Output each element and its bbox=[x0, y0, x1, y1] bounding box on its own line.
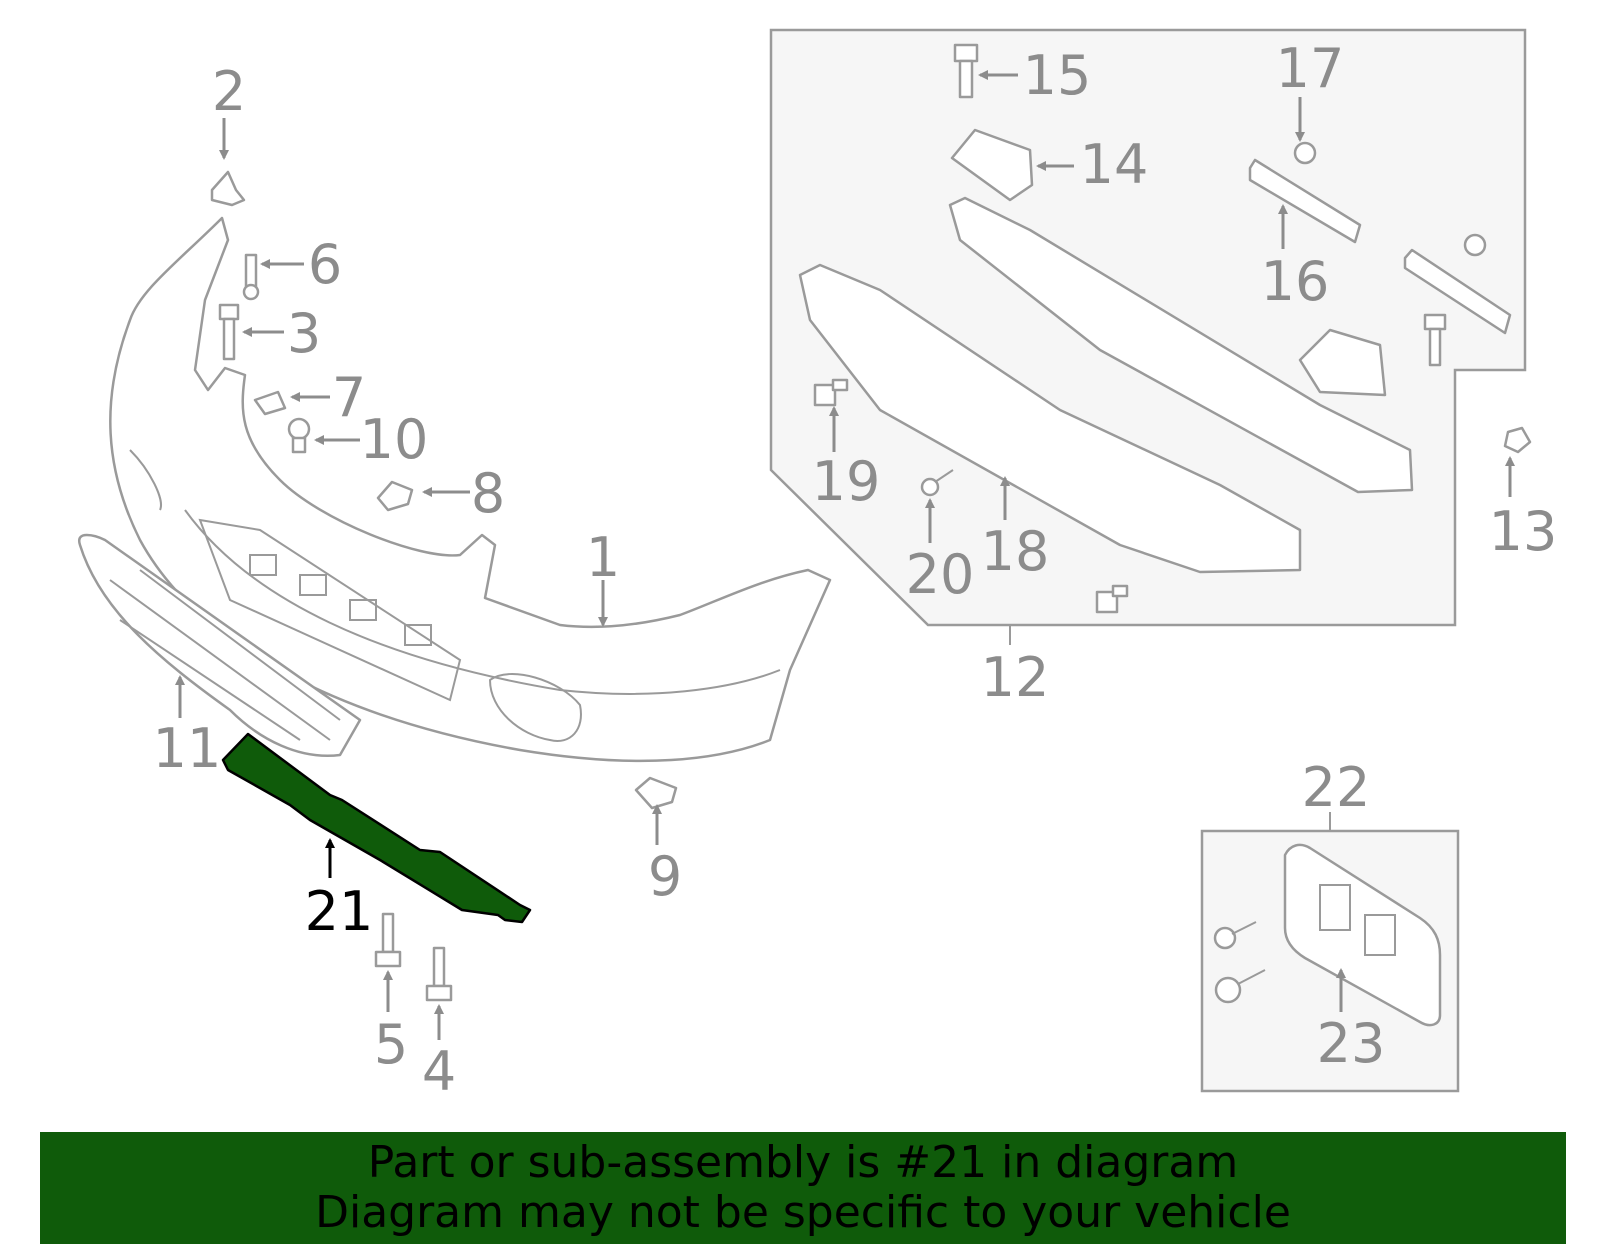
callout-4: 4 bbox=[422, 1040, 456, 1103]
bolt-lower bbox=[1095, 584, 1129, 614]
callout-7: 7 bbox=[332, 366, 366, 429]
callout-13: 13 bbox=[1489, 500, 1558, 563]
nut-8 bbox=[376, 480, 414, 512]
banner-line-1: Part or sub-assembly is #21 in diagram bbox=[367, 1137, 1239, 1188]
callout-21: 21 bbox=[305, 880, 374, 943]
clip-10 bbox=[287, 417, 311, 454]
splash-shield-highlighted bbox=[221, 732, 532, 924]
screw-6 bbox=[242, 253, 260, 301]
banner-line-2: Diagram may not be specific to your vehi… bbox=[315, 1187, 1291, 1238]
nut-7 bbox=[253, 390, 287, 416]
pin-20 bbox=[920, 469, 954, 497]
callout-14: 14 bbox=[1080, 133, 1149, 196]
bolt-4 bbox=[425, 946, 453, 1002]
callout-6: 6 bbox=[308, 233, 342, 296]
callout-10: 10 bbox=[360, 408, 429, 471]
clip-17 bbox=[1293, 141, 1317, 165]
fastener-2 bbox=[210, 170, 246, 207]
callout-22: 22 bbox=[1302, 756, 1371, 819]
callout-11: 11 bbox=[153, 717, 222, 780]
callout-8: 8 bbox=[471, 462, 505, 525]
stay-right bbox=[1403, 248, 1512, 335]
bolt-right bbox=[1423, 313, 1447, 367]
bolt-3 bbox=[218, 303, 240, 361]
absorber-18 bbox=[798, 263, 1302, 574]
callout-15: 15 bbox=[1023, 44, 1092, 107]
callout-12: 12 bbox=[981, 646, 1050, 709]
callout-19: 19 bbox=[812, 450, 881, 513]
callout-16: 16 bbox=[1261, 250, 1330, 313]
bolt-5 bbox=[374, 912, 402, 968]
callout-17: 17 bbox=[1276, 37, 1345, 100]
callout-5: 5 bbox=[374, 1013, 408, 1076]
info-banner: Part or sub-assembly is #21 in diagram D… bbox=[40, 1132, 1566, 1244]
lower-grille bbox=[77, 533, 362, 757]
license-plate-bracket bbox=[1283, 843, 1442, 1027]
callout-2: 2 bbox=[212, 60, 246, 123]
leader-arrows bbox=[175, 70, 1515, 1040]
callout-1: 1 bbox=[586, 526, 620, 589]
callout-20: 20 bbox=[906, 543, 975, 606]
nut-13 bbox=[1503, 426, 1532, 454]
callout-18: 18 bbox=[981, 520, 1050, 583]
bumper-cover bbox=[109, 216, 832, 763]
stay-16 bbox=[1248, 158, 1362, 244]
bolt-19 bbox=[813, 378, 849, 407]
screw-plate-2 bbox=[1214, 969, 1266, 1004]
bolt-15 bbox=[953, 43, 979, 99]
nut-9 bbox=[634, 776, 678, 810]
callout-23: 23 bbox=[1317, 1012, 1386, 1075]
clip-right bbox=[1463, 233, 1487, 257]
callout-9: 9 bbox=[648, 845, 682, 908]
screw-plate-1 bbox=[1213, 921, 1257, 950]
callout-3: 3 bbox=[287, 302, 321, 365]
reinforcement-upper bbox=[948, 196, 1414, 494]
bracket-right bbox=[1298, 328, 1387, 397]
bracket-14 bbox=[950, 128, 1034, 202]
